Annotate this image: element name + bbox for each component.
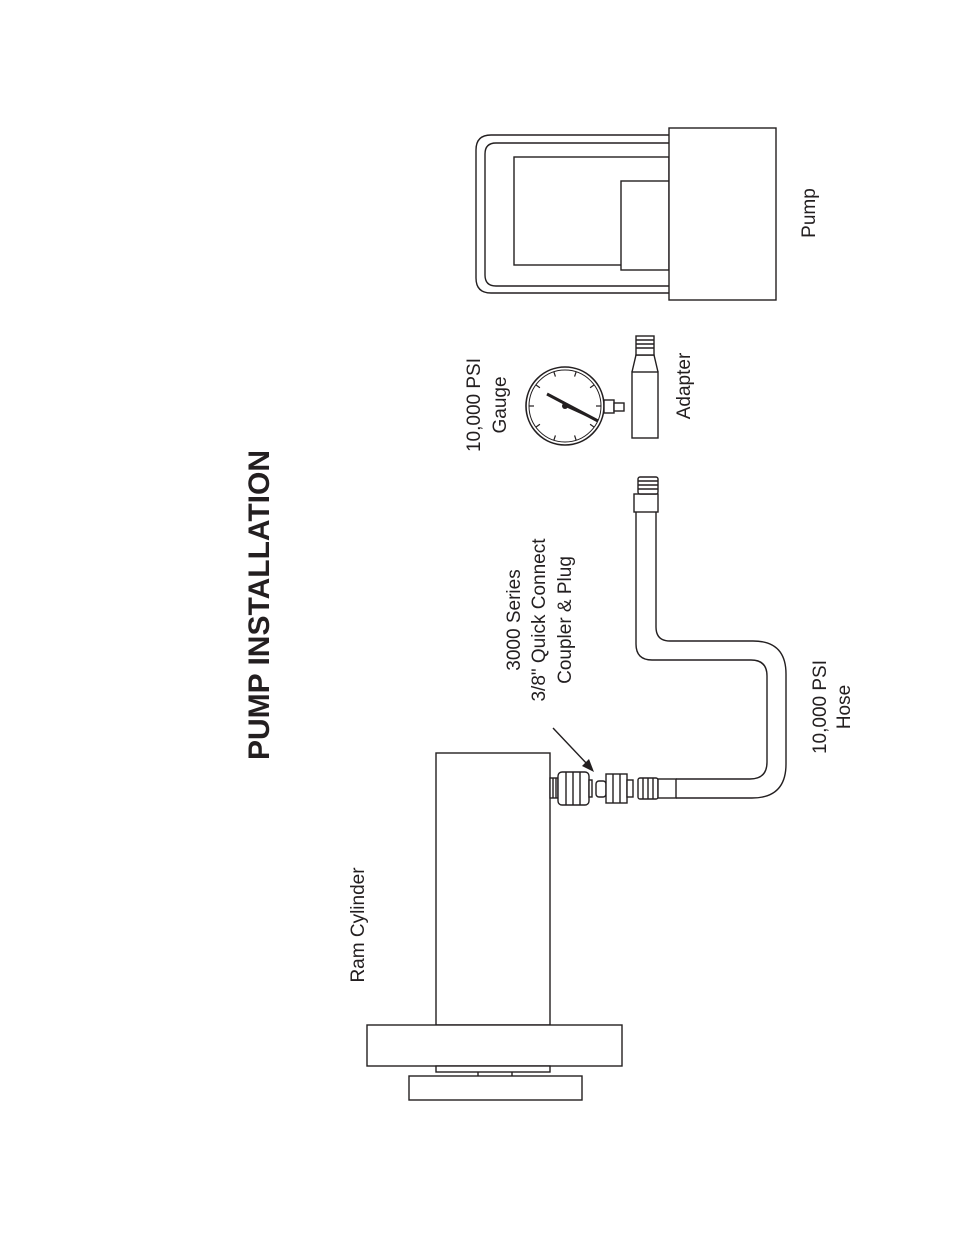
ram-cylinder [366,752,623,1101]
page-title: PUMP INSTALLATION [243,450,276,760]
coupler-label-line-3: Coupler & Plug [555,556,576,684]
pump-label: Pump [799,188,820,238]
hose-label-line-2: Hose [834,685,855,729]
gauge-tick [535,384,541,389]
gauge-label-line-2: Gauge [490,376,511,433]
pump [475,127,777,301]
ram-cylinder-label: Ram Cylinder [348,867,369,983]
adapter-label: Adapter [674,352,695,419]
gauge-tick [574,371,577,377]
gauge-tick [535,423,541,428]
pressure-gauge [525,366,625,446]
coupler-label-line-1: 3000 Series [504,569,525,670]
gauge-tick [553,371,556,377]
coupler-label-line-2: 3/8" Quick Connect [529,538,550,702]
gauge-tick [553,435,556,441]
hose-label-line-1: 10,000 PSI [810,660,831,754]
quick-connect-coupler [549,771,593,806]
gauge-tick [589,384,595,389]
gauge-tick [589,423,595,428]
hose [633,476,787,800]
adapter [631,335,659,439]
gauge-label-line-1: 10,000 PSI [464,358,485,452]
quick-connect-pointer-arrow [552,727,594,772]
gauge-tick [574,435,577,441]
gauge-tick-marks [529,371,601,441]
quick-connect-plug [595,773,634,804]
